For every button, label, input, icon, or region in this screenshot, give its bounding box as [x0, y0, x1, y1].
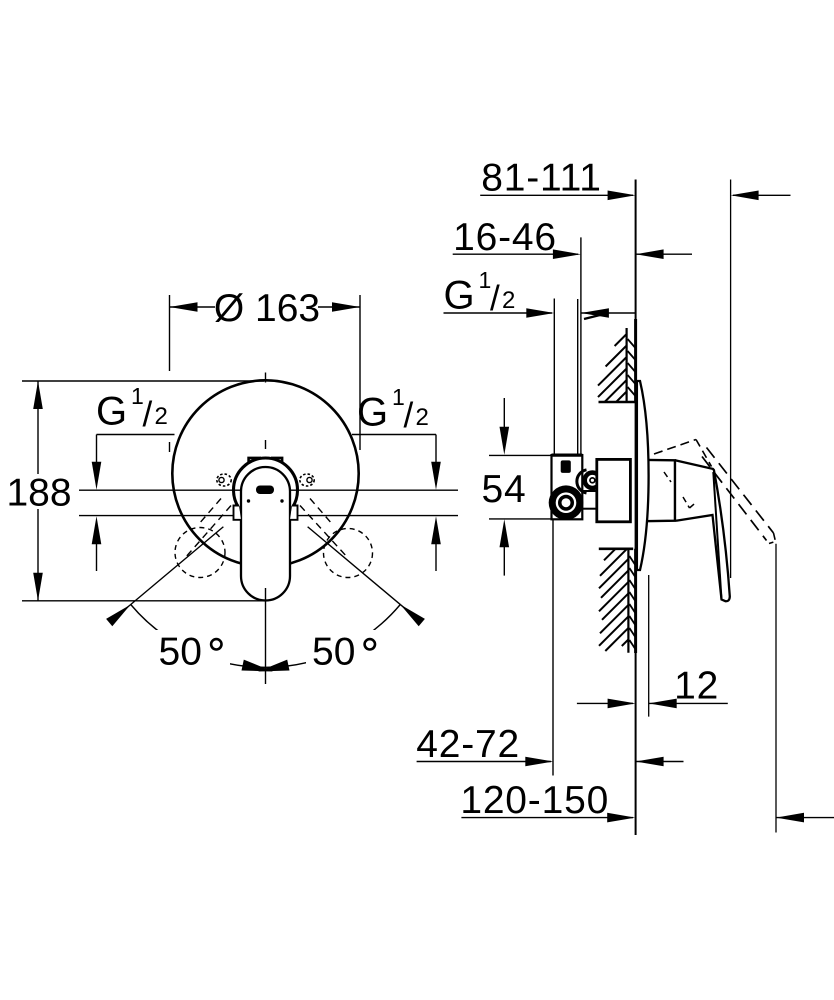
svg-text:16-46: 16-46	[453, 216, 557, 259]
svg-text:1: 1	[131, 383, 144, 409]
svg-text:42-72: 42-72	[416, 723, 520, 766]
svg-text:1: 1	[479, 267, 492, 293]
svg-text:2: 2	[416, 404, 429, 431]
svg-text:50: 50	[159, 631, 202, 674]
svg-text:/: /	[404, 396, 414, 435]
svg-text:Ø 163: Ø 163	[214, 287, 320, 330]
svg-text:2: 2	[502, 287, 515, 314]
svg-text:G: G	[444, 273, 475, 317]
svg-text:G: G	[96, 390, 127, 434]
svg-text:50: 50	[312, 631, 355, 674]
svg-text:81-111: 81-111	[481, 157, 601, 200]
svg-text:120-150: 120-150	[460, 779, 609, 822]
svg-text:/: /	[490, 279, 500, 318]
svg-text:54: 54	[482, 468, 527, 511]
svg-text:1: 1	[392, 384, 405, 410]
svg-text:/: /	[143, 395, 153, 434]
svg-text:12: 12	[674, 665, 719, 708]
svg-text:188: 188	[6, 472, 71, 515]
svg-text:G: G	[357, 391, 388, 435]
svg-text:2: 2	[155, 403, 168, 430]
